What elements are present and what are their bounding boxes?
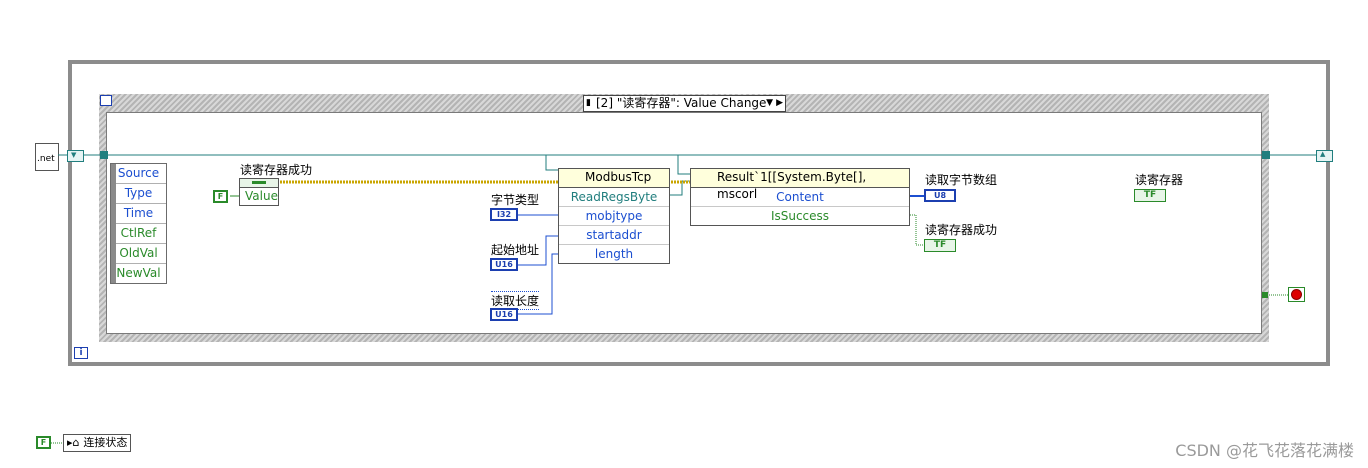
conn-state-label: 连接状态 (83, 436, 128, 449)
event-case-diagram (106, 112, 1262, 334)
read-len-control[interactable]: U16 (490, 308, 518, 321)
start-addr-control[interactable]: U16 (490, 258, 518, 271)
start-addr-label: 起始地址 (491, 243, 540, 257)
read-reg-label: 读寄存器 (1135, 173, 1184, 187)
modbus-invoke-node[interactable]: ModbusTcp ReadRegsByte mobjtype startadd… (558, 168, 670, 264)
byte-type-label: 字节类型 (491, 193, 540, 207)
next-case-icon[interactable]: ▶ (776, 98, 783, 108)
result-issuccess[interactable]: IsSuccess (770, 209, 830, 223)
event-data-source[interactable]: Source (111, 164, 166, 184)
dotnet-label: .net (37, 154, 55, 164)
loop-index: i (74, 347, 88, 359)
prev-case-icon[interactable]: ▮ (586, 98, 591, 108)
read-success-indicator[interactable]: TF (924, 239, 956, 252)
ctrl-property-node[interactable]: Value (239, 178, 279, 206)
modbus-method[interactable]: ReadRegsByte (559, 188, 669, 207)
read-bytes-label: 读取字节数组 (925, 173, 998, 187)
false-constant[interactable]: F (213, 190, 228, 203)
result-content[interactable]: Content (691, 188, 909, 207)
event-data-node[interactable]: Source Type Time CtlRef OldVal NewVal (110, 163, 167, 284)
modbus-startaddr[interactable]: startaddr (559, 226, 669, 245)
stop-tunnel (1262, 292, 1268, 298)
ctrl-label: 读寄存器成功 (240, 163, 313, 177)
case-selector-label: [2] "读寄存器": Value Change (596, 96, 767, 110)
result-property-node[interactable]: Result`1[[System.Byte[], mscorl Content … (690, 168, 910, 226)
house-icon: ▸⌂ (67, 436, 80, 449)
tunnel-left (100, 151, 108, 159)
event-data-type[interactable]: Type (111, 184, 166, 204)
result-title: Result`1[[System.Byte[], mscorl (691, 169, 909, 201)
ctrl-value-label: Value (245, 189, 278, 203)
while-loop[interactable] (68, 60, 1330, 366)
modbus-mobjtype[interactable]: mobjtype (559, 207, 669, 226)
chevron-down-icon[interactable]: ▼ (766, 98, 773, 108)
event-data-newval[interactable]: NewVal (116, 266, 161, 280)
conn-state-local[interactable]: ▸⌂ 连接状态 (63, 434, 132, 452)
i32-constant[interactable]: I32 (490, 208, 518, 221)
case-selector[interactable]: ▮ [2] "读寄存器": Value Change ▼ ▶ (583, 95, 786, 112)
event-data-ctlref[interactable]: CtlRef (111, 224, 166, 244)
modbus-length[interactable]: length (594, 247, 634, 261)
read-success-label: 读寄存器成功 (925, 223, 998, 237)
watermark: CSDN @花飞花落花满楼 (1175, 441, 1354, 460)
conn-wire (51, 442, 63, 444)
false-constant-2[interactable]: F (36, 436, 51, 449)
read-bytes-indicator[interactable]: U8 (924, 189, 956, 202)
tunnel-right (1262, 151, 1270, 159)
dotnet-icon: .net (35, 143, 59, 171)
event-data-time[interactable]: Time (111, 204, 166, 224)
left-shift-register[interactable]: ▼ (67, 150, 84, 162)
event-data-oldval[interactable]: OldVal (111, 244, 166, 264)
read-reg-control[interactable]: TF (1134, 189, 1166, 202)
timeout-terminal (100, 95, 112, 106)
stop-condition-icon[interactable] (1288, 287, 1305, 302)
right-shift-register[interactable]: ▲ (1316, 150, 1333, 162)
modbus-title: ModbusTcp (559, 169, 669, 188)
